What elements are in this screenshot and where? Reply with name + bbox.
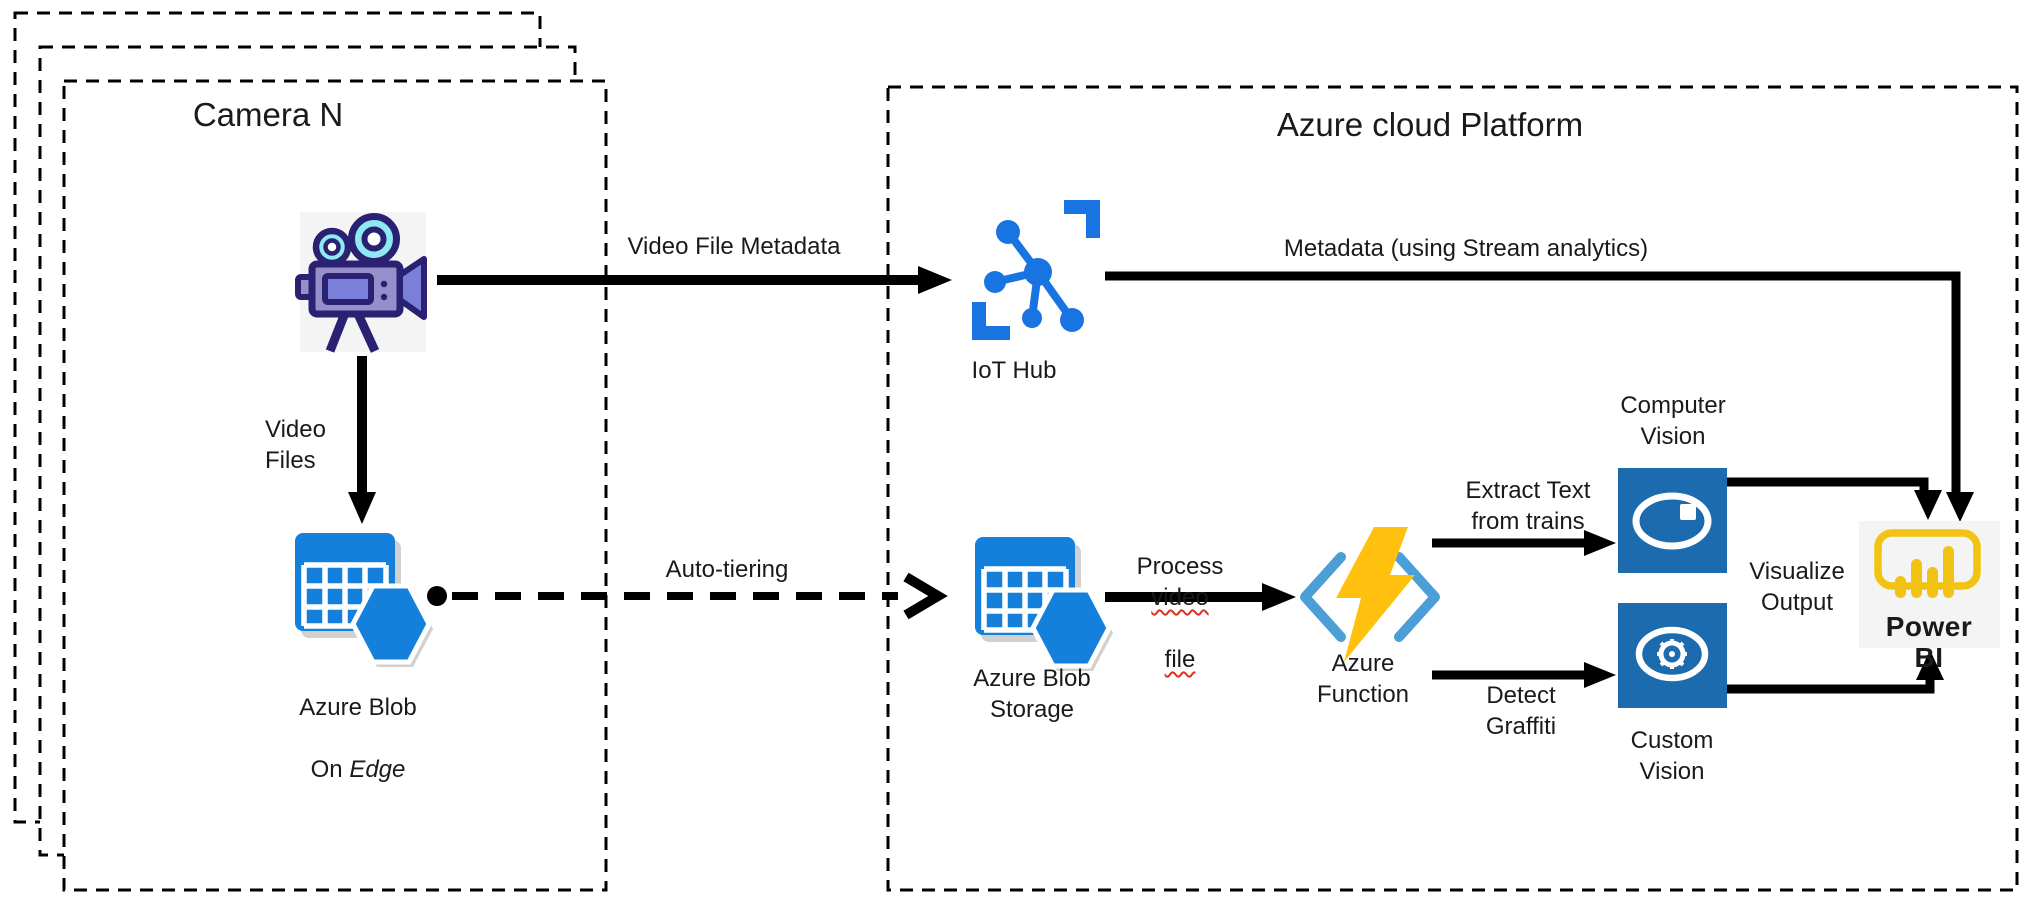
arrow-cv-to-powerbi — [1727, 477, 1942, 520]
arrow-detect-graffiti — [1432, 662, 1616, 688]
label-video-file-metadata: Video File Metadata — [627, 233, 841, 260]
power-bi-bars — [1895, 546, 1954, 598]
custom-vision-icon — [1618, 603, 1727, 708]
label-iot-hub: IoT Hub — [971, 357, 1057, 384]
label-video-word: video — [1151, 584, 1209, 611]
label-computer-vision: Computer Vision — [1620, 392, 1726, 450]
azure-function-icon — [1300, 527, 1440, 662]
label-visualize-output: Visualize Output — [1749, 558, 1845, 616]
label-detect-graffiti: Detect Graffiti — [1485, 682, 1557, 740]
label-azure-blob-edge-italic: Edge — [349, 756, 406, 783]
label-video-files: Video Files — [265, 416, 326, 474]
label-custom-vision: Custom Vision — [1630, 727, 1714, 785]
azure-cloud-box — [886, 85, 2019, 892]
label-metadata-stream: Metadata (using Stream analytics) — [1283, 235, 1649, 262]
label-azure-function: Azure Function — [1316, 650, 1410, 708]
label-extract-text: Extract Text from trains — [1465, 477, 1591, 535]
arrows — [348, 266, 1974, 694]
label-azure-blob-edge-line1: Azure Blob — [299, 694, 417, 721]
arrow-extract-text — [1432, 530, 1616, 556]
arrow-custom-to-powerbi — [1727, 650, 1944, 694]
iot-hub-icon — [972, 200, 1100, 340]
lightning-bolt-icon — [1336, 527, 1415, 662]
arrow-metadata-stream — [1105, 271, 1974, 522]
label-azure-blob-edge: Azure Blob On Edge — [299, 661, 416, 785]
camera-box-title: Camera N — [192, 96, 344, 133]
gear-icon — [1657, 639, 1687, 669]
arrow-video-file-metadata — [437, 266, 952, 294]
label-file-word: file — [1164, 646, 1196, 673]
arrow-process-video — [1105, 583, 1296, 611]
azure-cloud-title: Azure cloud Platform — [1276, 106, 1584, 143]
arrow-auto-tiering — [427, 572, 948, 620]
power-bi-icon — [1859, 521, 2000, 648]
label-process-video-file: Process video file — [1137, 520, 1224, 675]
arrow-video-files — [348, 356, 376, 524]
label-auto-tiering: Auto-tiering — [665, 556, 789, 583]
label-azure-blob-edge-line2: On — [310, 756, 350, 783]
computer-vision-icon — [1618, 468, 1727, 573]
camera-icon — [295, 212, 427, 353]
label-process-word: Process — [1136, 553, 1224, 580]
label-azure-blob-storage: Azure Blob Storage — [973, 665, 1091, 723]
label-power-bi: Power BI — [1885, 611, 1973, 673]
